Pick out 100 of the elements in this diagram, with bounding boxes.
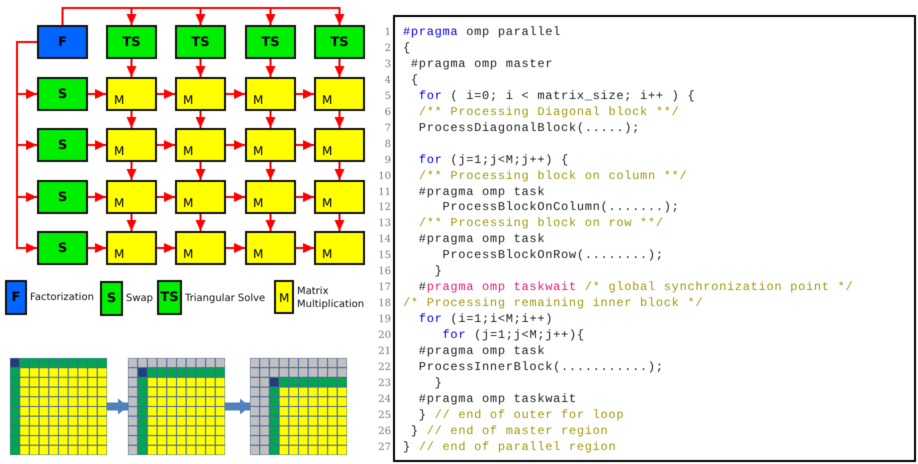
arrow [334, 59, 344, 77]
code-line: #pragma omp task [418, 232, 546, 248]
triangular-solve-box: TS [245, 25, 296, 59]
multiplication-box: M [106, 77, 157, 111]
line-number: 27 [377, 440, 391, 455]
arrow [88, 89, 106, 99]
code-line: for ( i=0; i < matrix_size; i++ ) { [418, 88, 696, 104]
triangular-solve-box: TS [314, 25, 365, 59]
code-line: ProcessDiagonalBlock(.....); [418, 120, 640, 136]
factorization-box: F [37, 25, 88, 59]
arrow [62, 7, 344, 25]
factorization-box: F [5, 280, 27, 315]
swap-box: S [100, 281, 123, 316]
line-number: 8 [384, 138, 391, 152]
arrow [126, 214, 136, 231]
arrow [196, 214, 206, 231]
code-line: ProcessBlockOnRow(........); [442, 248, 664, 264]
line-number: 16 [377, 265, 391, 280]
swap-box: S [37, 77, 88, 111]
arrow [157, 89, 175, 99]
matrix-grid-drawing [250, 358, 347, 455]
arrow [226, 140, 245, 150]
line-number: 26 [377, 424, 391, 439]
block-arrow [107, 398, 128, 414]
arrow [88, 192, 106, 202]
line-number: 2 [384, 42, 391, 56]
line-number: 7 [384, 122, 391, 136]
arrow [196, 162, 206, 180]
arrow [226, 89, 245, 99]
multiplication-box: M [314, 231, 365, 265]
arrow [157, 192, 175, 202]
arrow [334, 214, 344, 231]
arrow [126, 59, 136, 77]
code-line: /** Processing Diagonal block **/ [418, 104, 680, 120]
line-number: 11 [377, 186, 391, 200]
triangular-solve-box: TS [175, 25, 226, 59]
arrow [296, 89, 314, 99]
arrow [16, 41, 37, 253]
code-line: } [434, 264, 443, 280]
multiplication-box: M [175, 77, 226, 111]
line-number: 19 [377, 313, 391, 328]
arrow [334, 162, 344, 180]
code-line: } // end of master region [410, 424, 608, 439]
arrow [266, 59, 276, 77]
multiplication-box: M [175, 180, 226, 214]
line-number: 23 [377, 376, 391, 391]
code-line: #pragma omp taskwait [418, 392, 577, 407]
multiplication-box: M [175, 231, 226, 265]
code-line: { [410, 72, 419, 88]
line-number: 20 [377, 329, 391, 344]
multiplication-box: M [314, 128, 365, 162]
line-number: 21 [377, 345, 391, 359]
matrix-grid-drawing [128, 358, 225, 455]
arrow [126, 162, 136, 180]
arrow [266, 162, 276, 180]
line-number: 17 [377, 281, 391, 296]
node-caption: Swap [126, 292, 154, 305]
arrow [88, 243, 106, 253]
arrow [196, 111, 206, 128]
arrow [266, 111, 276, 128]
node-caption: Factorization [30, 291, 95, 304]
arrow [296, 243, 314, 253]
arrow [296, 192, 314, 202]
line-number: 6 [384, 106, 391, 120]
code-line: #pragma omp task [418, 184, 546, 200]
line-number: 24 [377, 392, 391, 407]
line-number: 14 [377, 233, 391, 248]
line-number: 13 [377, 217, 391, 232]
code-line: #pragma omp task [418, 344, 546, 359]
code-panel [393, 15, 916, 462]
swap-box: S [37, 180, 88, 214]
arrow [266, 214, 276, 231]
arrow [226, 192, 245, 202]
arrow [196, 59, 206, 77]
line-number: 15 [377, 249, 391, 264]
triangular-solve-box: TS [157, 280, 182, 315]
swap-box: S [37, 231, 88, 265]
multiplication-box: M [274, 280, 294, 314]
arrow [226, 243, 245, 253]
code-line: { [403, 40, 411, 56]
multiplication-box: M [245, 128, 296, 162]
arrow [157, 140, 175, 150]
multiplication-box: M [106, 128, 157, 162]
code-line: } // end of outer for loop [418, 408, 624, 423]
multiplication-box: M [314, 77, 365, 111]
multiplication-box: M [245, 231, 296, 265]
code-line: /** Processing block on row **/ [418, 216, 664, 232]
node-caption: Triangular Solve [185, 292, 266, 305]
multiplication-box: M [245, 180, 296, 214]
triangular-solve-box: TS [106, 25, 157, 59]
line-number: 18 [377, 297, 391, 312]
line-number: 1 [384, 26, 391, 40]
arrow [157, 243, 175, 253]
code-line: #pragma omp master [410, 56, 554, 72]
code-line: ProcessBlockOnColumn(.......); [442, 200, 680, 216]
code-line: } [434, 376, 443, 391]
multiplication-box: M [245, 77, 296, 111]
arrow [126, 111, 136, 128]
line-number: 5 [384, 90, 391, 104]
line-number: 3 [384, 58, 391, 72]
